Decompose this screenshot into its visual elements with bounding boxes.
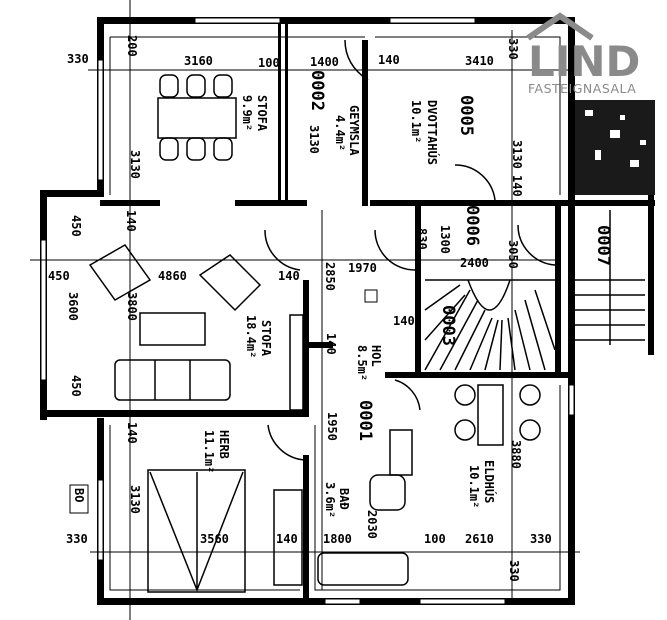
dimension: 3410	[465, 54, 494, 68]
dimension: 2400	[460, 256, 489, 270]
logo-subtitle: FASTEIGNASALA	[528, 81, 636, 96]
dimension: 1800	[323, 532, 352, 546]
dimension: 3050	[506, 240, 520, 269]
room-number: 0002	[307, 70, 327, 111]
dimension: 140	[278, 269, 300, 283]
dimension: 330	[530, 532, 552, 546]
dimension: 3880	[509, 440, 523, 469]
room-labels: STOFA 9.9m² 0002 GEYMSLA 4.4m² DVOTTAHÚS…	[69, 70, 613, 518]
furniture	[88, 74, 645, 593]
armchair	[198, 254, 262, 312]
dimension: 2030	[365, 510, 379, 539]
wardrobe	[273, 489, 303, 586]
exterior-hatching	[575, 100, 655, 195]
room-name: BAÐ	[337, 488, 351, 510]
dimension: 140	[124, 210, 138, 232]
room-number: 0007	[593, 225, 613, 266]
bathtub	[317, 552, 409, 586]
dimension: 3560	[200, 532, 229, 546]
dimension: 140	[324, 333, 338, 355]
room-area: 3.6m²	[323, 482, 337, 518]
dimension: 450	[69, 215, 83, 237]
room-name: HOL	[369, 345, 383, 367]
dimension: 100	[258, 56, 280, 70]
dimension: 830	[415, 228, 429, 250]
dimension: 1950	[325, 412, 339, 441]
logo-text: LIND	[528, 37, 640, 86]
dimension: 1400	[310, 55, 339, 69]
lind-logo: LIND FASTEIGNASALA	[526, 12, 640, 96]
dimension: 3130	[307, 125, 321, 154]
room-area: 10.1m²	[467, 465, 481, 508]
dimension: 140	[276, 532, 298, 546]
kitchen-table	[477, 384, 504, 446]
dimension: 3130	[128, 485, 142, 514]
dimension: 3130	[510, 140, 524, 169]
room-area: 9.9m²	[240, 95, 254, 131]
doors	[264, 39, 556, 461]
coffee-table	[139, 312, 206, 346]
room-name: DVOTTAHÚS	[425, 100, 440, 165]
room-area: 4.4m²	[333, 115, 347, 151]
room-number: 0003	[438, 305, 458, 346]
bed	[147, 469, 246, 593]
sink	[389, 429, 413, 476]
room-area: 10.1m²	[409, 100, 423, 143]
dimension: 3130	[128, 150, 142, 179]
dimension: 1970	[348, 261, 377, 275]
room-name: ELDHÚS	[482, 460, 497, 503]
dimension: 100	[424, 532, 446, 546]
sofa	[114, 359, 231, 401]
room-name: STOFA	[259, 320, 273, 357]
dimension: 140	[510, 175, 524, 197]
room-area: 8.5m²	[355, 345, 369, 381]
dining-table	[157, 97, 237, 139]
dimension: 450	[48, 269, 70, 283]
armchair	[88, 244, 152, 301]
dimension: 330	[506, 38, 520, 60]
room-name: HERB	[217, 430, 231, 459]
dimension: 330	[67, 52, 89, 66]
room-name: STOFA	[255, 95, 269, 132]
dimension: 3160	[184, 54, 213, 68]
dimension: 330	[66, 532, 88, 546]
walls	[40, 17, 655, 605]
dimension: 450	[69, 375, 83, 397]
dimension: 140	[125, 422, 139, 444]
dimension: 2610	[465, 532, 494, 546]
room-number: 0005	[456, 95, 476, 136]
dimension: 4860	[158, 269, 187, 283]
dimension: 140	[393, 314, 415, 328]
toilet	[369, 474, 406, 511]
dimension: 3800	[125, 292, 139, 321]
dimension: 3600	[66, 292, 80, 321]
hol-symbol	[364, 289, 378, 303]
bo-tag: BO	[72, 488, 86, 502]
room-area: 11.1m²	[202, 430, 216, 473]
dimension-labels: 330 3160 100 1400 140 3410 330 200 3130 …	[48, 35, 552, 582]
room-name: GEYMSLA	[347, 105, 361, 156]
dimension: 140	[378, 53, 400, 67]
bo-tag-box	[69, 484, 89, 514]
dimension: 1300	[438, 225, 452, 254]
dimension: 2850	[323, 262, 337, 291]
room-number: 0001	[355, 400, 375, 441]
room-number: 0006	[462, 205, 482, 246]
dimension: 200	[125, 35, 139, 57]
dimension: 330	[507, 560, 521, 582]
room-area: 18.4m²	[244, 315, 258, 358]
dimension-lines	[30, 0, 580, 620]
